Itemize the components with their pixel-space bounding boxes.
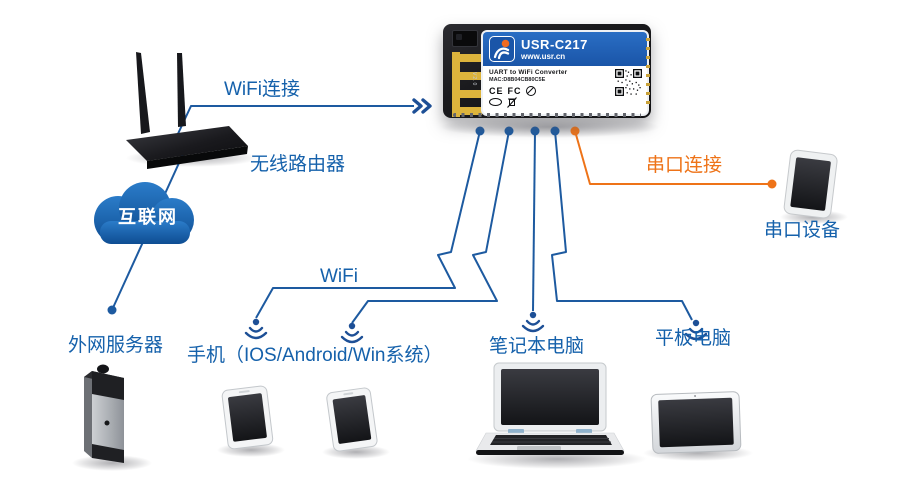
label-wifi-connect: WiFi连接 [224,79,300,100]
laptop [475,362,625,455]
phone-1 [221,385,274,450]
internet-cloud [94,182,194,244]
chevron-arrow-icon [412,98,432,114]
label-tablet: 平板电脑 [655,328,732,349]
fcc-mark: FC [507,86,522,96]
sticker-body: UART to WiFi Converter MAC:D8B04CB80C5E … [483,66,647,108]
rohs-oval-icon [489,98,502,106]
sticker-header: USR-C217 www.usr.cn [483,32,647,66]
label-serial-connect: 串口连接 [646,155,723,176]
ce-mark: CE [489,86,504,96]
module-bottom-pads [453,113,641,117]
label-internet: 互联网 [118,207,178,227]
wifi-icons [244,311,708,344]
phone-2 [326,387,378,452]
module-version-text: V2.0 [471,72,477,87]
wifi-signal-icon [521,311,545,333]
line-module-to-laptop [532,130,536,312]
module-label-sticker: USR-C217 www.usr.cn UART to WiFi Convert… [481,30,649,116]
line-module-to-tablet [551,130,693,321]
module-mac-text: MAC:D8B04CB80C5E [489,77,546,83]
wifi-signal-icon [244,318,268,340]
label-laptop: 笔记本电脑 [489,336,585,357]
wifi-module: V2.0 USR-C217 www.usr.cn UART to WiFi Co… [443,24,651,118]
server-tower [84,364,124,463]
module-model-text: USR-C217 [521,36,588,52]
line-module-to-serial [574,130,772,185]
pcb-antenna [452,52,482,117]
line-module-to-phone1 [255,130,481,319]
router [126,52,248,169]
label-wifi: WiFi [320,266,358,287]
module-chip-component [452,30,478,47]
line-router-to-module [175,105,414,139]
label-phone: 手机（IOS/Android/Win系统） [187,345,443,366]
usr-logo-icon [489,36,515,62]
line-module-to-phone2 [351,130,510,324]
wifi-signal-icon [340,322,364,344]
prohibition-icon [525,86,536,96]
label-external-server: 外网服务器 [68,335,164,356]
tablet [650,391,742,454]
serial-device [783,149,838,219]
qr-code [615,69,642,96]
module-website-text: www.usr.cn [521,51,566,61]
wifi-signal-icon [684,319,708,341]
endpoint-dots [107,126,777,315]
module-right-pads [646,38,650,104]
module-subtitle-text: UART to WiFi Converter [489,69,568,76]
label-serial-device: 串口设备 [764,220,841,241]
weee-bin-icon [507,96,517,108]
label-wireless-router: 无线路由器 [250,154,346,175]
